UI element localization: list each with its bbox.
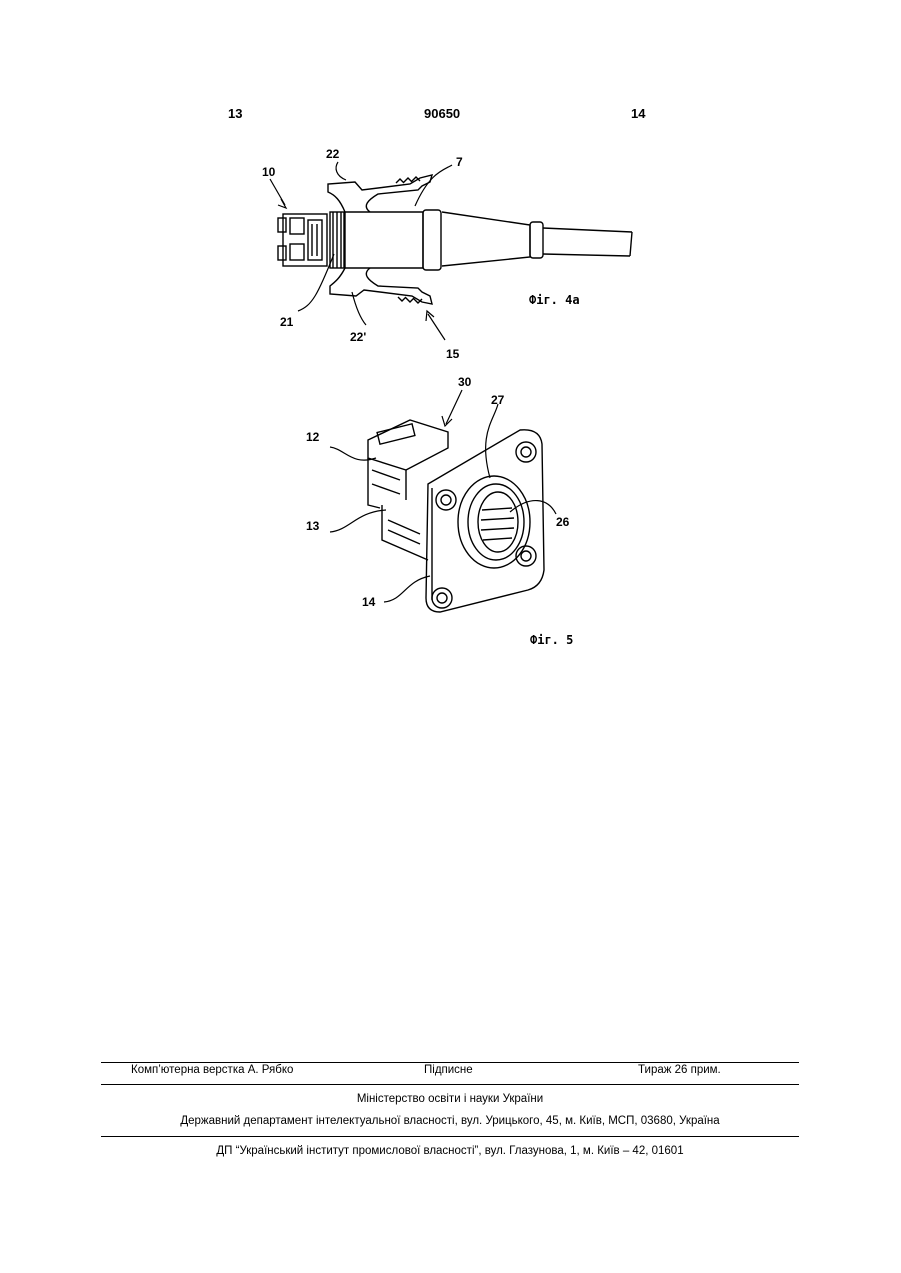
fig4a-label-10: 10 — [262, 165, 276, 179]
fig5-label-27: 27 — [491, 393, 505, 407]
fig4a-label-22-prime: 22' — [350, 330, 366, 344]
fig5-label-30: 30 — [458, 375, 472, 389]
fig5-label-14: 14 — [362, 595, 376, 609]
fig4a-label-7: 7 — [456, 155, 463, 169]
fig4a-label-22: 22 — [326, 147, 340, 161]
figure-4a-drawing — [270, 162, 632, 340]
footer-institute: ДП “Український інститут промислової вла… — [101, 1145, 799, 1157]
footer-circulation: Тираж 26 прим. — [638, 1064, 721, 1076]
fig4a-label-15: 15 — [446, 347, 460, 361]
figure-4a-caption: Фіг. 4а — [529, 293, 580, 307]
patent-drawings: 10 22 7 21 22' 15 Фіг. 4а — [0, 0, 901, 700]
footer-department: Державний департамент інтелектуальної вл… — [101, 1115, 799, 1127]
figure-5-caption: Фіг. 5 — [530, 633, 573, 647]
footer-rule-top — [101, 1062, 799, 1063]
footer-layout-credit: Комп’ютерна верстка А. Рябко — [131, 1064, 293, 1076]
footer-signed: Підписне — [424, 1064, 473, 1076]
fig5-label-13: 13 — [306, 519, 320, 533]
footer-rule-bottom — [101, 1136, 799, 1137]
figure-5-drawing — [330, 390, 556, 612]
fig4a-label-21: 21 — [280, 315, 294, 329]
fig5-label-12: 12 — [306, 430, 320, 444]
footer-rule-middle — [101, 1084, 799, 1085]
footer-ministry: Міністерство освіти і науки України — [101, 1093, 799, 1105]
fig5-label-26: 26 — [556, 515, 570, 529]
